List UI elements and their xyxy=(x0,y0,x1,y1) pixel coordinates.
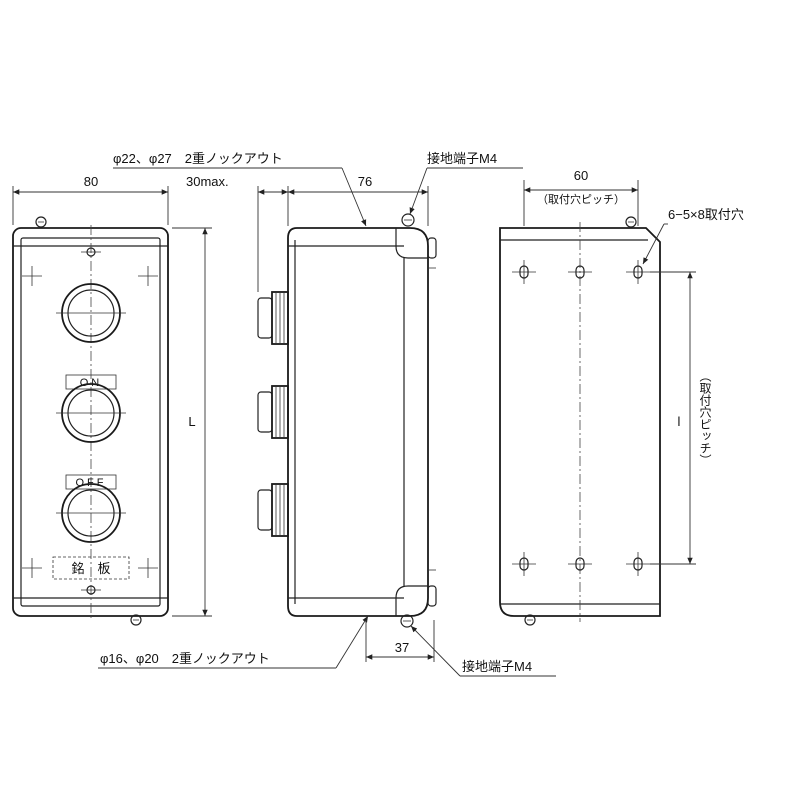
leader-knockout-bottom: φ16、φ20 2重ノックアウト xyxy=(98,615,369,669)
side-view xyxy=(257,213,437,628)
mount-holes-label: 6−5×8取付穴 xyxy=(668,207,744,222)
front-button-3: OFF xyxy=(56,474,126,543)
side-depth-label: 76 xyxy=(358,174,372,189)
side-button-3 xyxy=(257,483,289,537)
leader-mount-holes: 6−5×8取付穴 xyxy=(642,207,744,265)
leader-knockout-top: φ22、φ27 2重ノックアウト xyxy=(113,151,367,227)
leader-ground-top: 接地端子M4 xyxy=(409,151,523,215)
nameplate-label: 銘 板 xyxy=(71,561,110,576)
knockout-bottom-label: φ16、φ20 2重ノックアウト xyxy=(100,651,270,666)
dim-length-l: l （取付穴ピッチ） xyxy=(650,271,712,565)
front-width-label: 80 xyxy=(84,174,98,189)
back-width-note: （取付穴ピッチ） xyxy=(537,192,625,206)
plate-on-label: ON xyxy=(80,377,103,389)
protrusion-label: 30max. xyxy=(186,174,229,189)
dim-back-width: 60 （取付穴ピッチ） xyxy=(523,168,639,226)
dim-bottom: 37 xyxy=(365,620,435,662)
back-width-label: 60 xyxy=(574,168,588,183)
ground-bottom-label: 接地端子M4 xyxy=(462,659,532,674)
dim-front-width: 80 xyxy=(12,174,169,225)
back-view xyxy=(499,216,661,626)
ground-top-label: 接地端子M4 xyxy=(427,151,497,166)
dim-side: 30max. 76 xyxy=(186,174,429,292)
length-l-label: l xyxy=(678,414,681,429)
front-view: ON OFF 銘 板 xyxy=(12,216,169,626)
dim-length-L: L xyxy=(172,227,212,617)
pitch-vertical-label: （取付穴ピッチ） xyxy=(698,370,712,466)
side-button-2 xyxy=(257,385,289,439)
knockout-top-label: φ22、φ27 2重ノックアウト xyxy=(113,151,283,166)
bottom-dim-label: 37 xyxy=(395,640,409,655)
leader-ground-bottom: 接地端子M4 xyxy=(410,625,556,677)
side-button-1 xyxy=(257,291,289,345)
front-button-2: ON xyxy=(56,374,126,443)
plate-off-label: OFF xyxy=(76,477,107,489)
length-L-label: L xyxy=(188,414,195,429)
front-button-1 xyxy=(56,283,126,343)
